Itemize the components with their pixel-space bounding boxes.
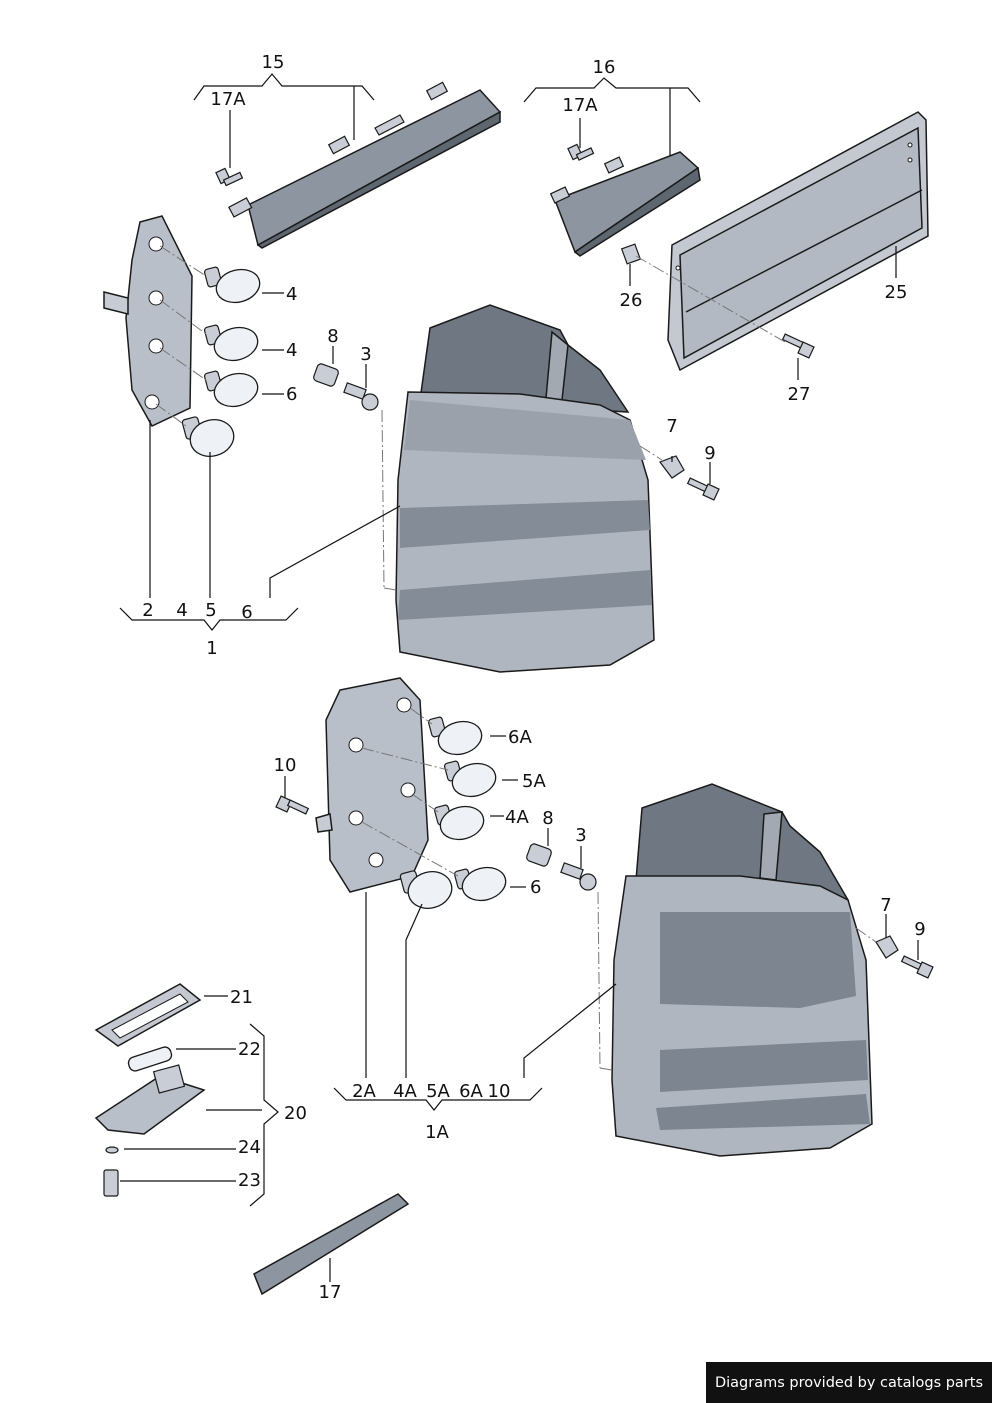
- bulb-6-upper[interactable]: [203, 369, 261, 411]
- label-23: 23: [238, 1170, 261, 1191]
- label-1a: 1A: [425, 1122, 449, 1143]
- screw-17a-left[interactable]: [215, 167, 244, 187]
- group1-label-6: 6: [241, 602, 252, 623]
- part-9-screw-upper[interactable]: [686, 477, 720, 501]
- label-26: 26: [620, 290, 643, 311]
- part-16-reflector[interactable]: [549, 151, 701, 257]
- group1a-label-5a: 5A: [426, 1081, 450, 1102]
- part-2-bulb-holder[interactable]: [103, 215, 193, 427]
- bulb-5a[interactable]: [443, 759, 499, 801]
- label-10: 10: [274, 755, 297, 776]
- label-3-lower: 3: [575, 825, 586, 846]
- group1-label-4: 4: [176, 600, 187, 621]
- label-5a: 5A: [522, 771, 546, 792]
- part-23-screw[interactable]: [103, 1169, 119, 1197]
- label-17a-right: 17A: [562, 95, 598, 116]
- bulb-4-lower[interactable]: [203, 323, 261, 365]
- part-24-washer[interactable]: [105, 1146, 119, 1154]
- group1a-label-4a: 4A: [393, 1081, 417, 1102]
- bulb-6-lower[interactable]: [453, 863, 509, 905]
- bulb-5a-lower[interactable]: [399, 867, 456, 913]
- part-21-gasket[interactable]: [94, 983, 202, 1047]
- label-7-upper: 7: [666, 416, 677, 437]
- label-17: 17: [319, 1282, 342, 1303]
- screw-17a-right[interactable]: [567, 143, 595, 161]
- part-10-screw[interactable]: [275, 795, 310, 815]
- bulb-4-upper[interactable]: [203, 265, 263, 307]
- part-7-clip-upper[interactable]: [659, 455, 685, 479]
- label-4-second: 4: [286, 340, 297, 361]
- part-8-grommet-lower[interactable]: [526, 843, 553, 867]
- bulb-4a[interactable]: [433, 802, 487, 844]
- part-3-ball-stud-lower[interactable]: [560, 862, 597, 891]
- part-8-grommet-upper[interactable]: [313, 363, 340, 387]
- label-7-lower: 7: [880, 895, 891, 916]
- part-15-reflector[interactable]: [228, 81, 502, 249]
- label-6a: 6A: [508, 727, 532, 748]
- label-9-lower: 9: [914, 919, 925, 940]
- part-9-screw-lower[interactable]: [900, 955, 934, 979]
- leader-lines: [119, 73, 919, 1282]
- label-9-upper: 9: [704, 443, 715, 464]
- label-4a: 4A: [505, 807, 529, 828]
- label-21: 21: [230, 987, 253, 1008]
- label-8-lower: 8: [542, 808, 553, 829]
- part-1a-tail-lamp[interactable]: [611, 783, 873, 1157]
- part-20-lamp-housing[interactable]: [94, 1064, 206, 1135]
- label-16: 16: [593, 57, 616, 78]
- part-25-panel[interactable]: [667, 111, 929, 372]
- bulb-6a[interactable]: [427, 716, 485, 759]
- label-15: 15: [262, 52, 285, 73]
- part-3-ball-stud-upper[interactable]: [343, 382, 379, 411]
- part-7-clip-lower[interactable]: [875, 935, 899, 959]
- label-6: 6: [286, 384, 297, 405]
- part-17-reflector[interactable]: [253, 1193, 410, 1296]
- label-27: 27: [788, 384, 811, 405]
- label-20: 20: [284, 1103, 307, 1124]
- part-22-bulb[interactable]: [127, 1046, 173, 1073]
- group1-label-2: 2: [142, 600, 153, 621]
- part-26-clip[interactable]: [620, 243, 642, 265]
- label-4-first: 4: [286, 284, 297, 305]
- footer-credit: Diagrams provided by catalogs parts: [706, 1362, 992, 1403]
- label-8-upper: 8: [327, 326, 338, 347]
- label-3-upper: 3: [360, 344, 371, 365]
- group1a-label-6a: 6A: [459, 1081, 483, 1102]
- callout-labels: 15 17A 16 17A 4 4 6 8 3 25 26 27 7 9 2 4…: [142, 52, 925, 1303]
- part-1-tail-lamp[interactable]: [395, 304, 655, 673]
- label-25: 25: [885, 282, 908, 303]
- label-22: 22: [238, 1039, 261, 1060]
- part-2a-bulb-holder[interactable]: [315, 677, 429, 893]
- label-24: 24: [238, 1137, 261, 1158]
- group1-label-5: 5: [205, 600, 216, 621]
- label-1: 1: [206, 638, 217, 659]
- label-6-lower: 6: [530, 877, 541, 898]
- bulb-5-upper[interactable]: [181, 415, 238, 461]
- label-17a-left: 17A: [210, 89, 246, 110]
- group1a-label-2a: 2A: [352, 1081, 376, 1102]
- part-27-screw[interactable]: [781, 333, 815, 359]
- group1a-label-10: 10: [488, 1081, 511, 1102]
